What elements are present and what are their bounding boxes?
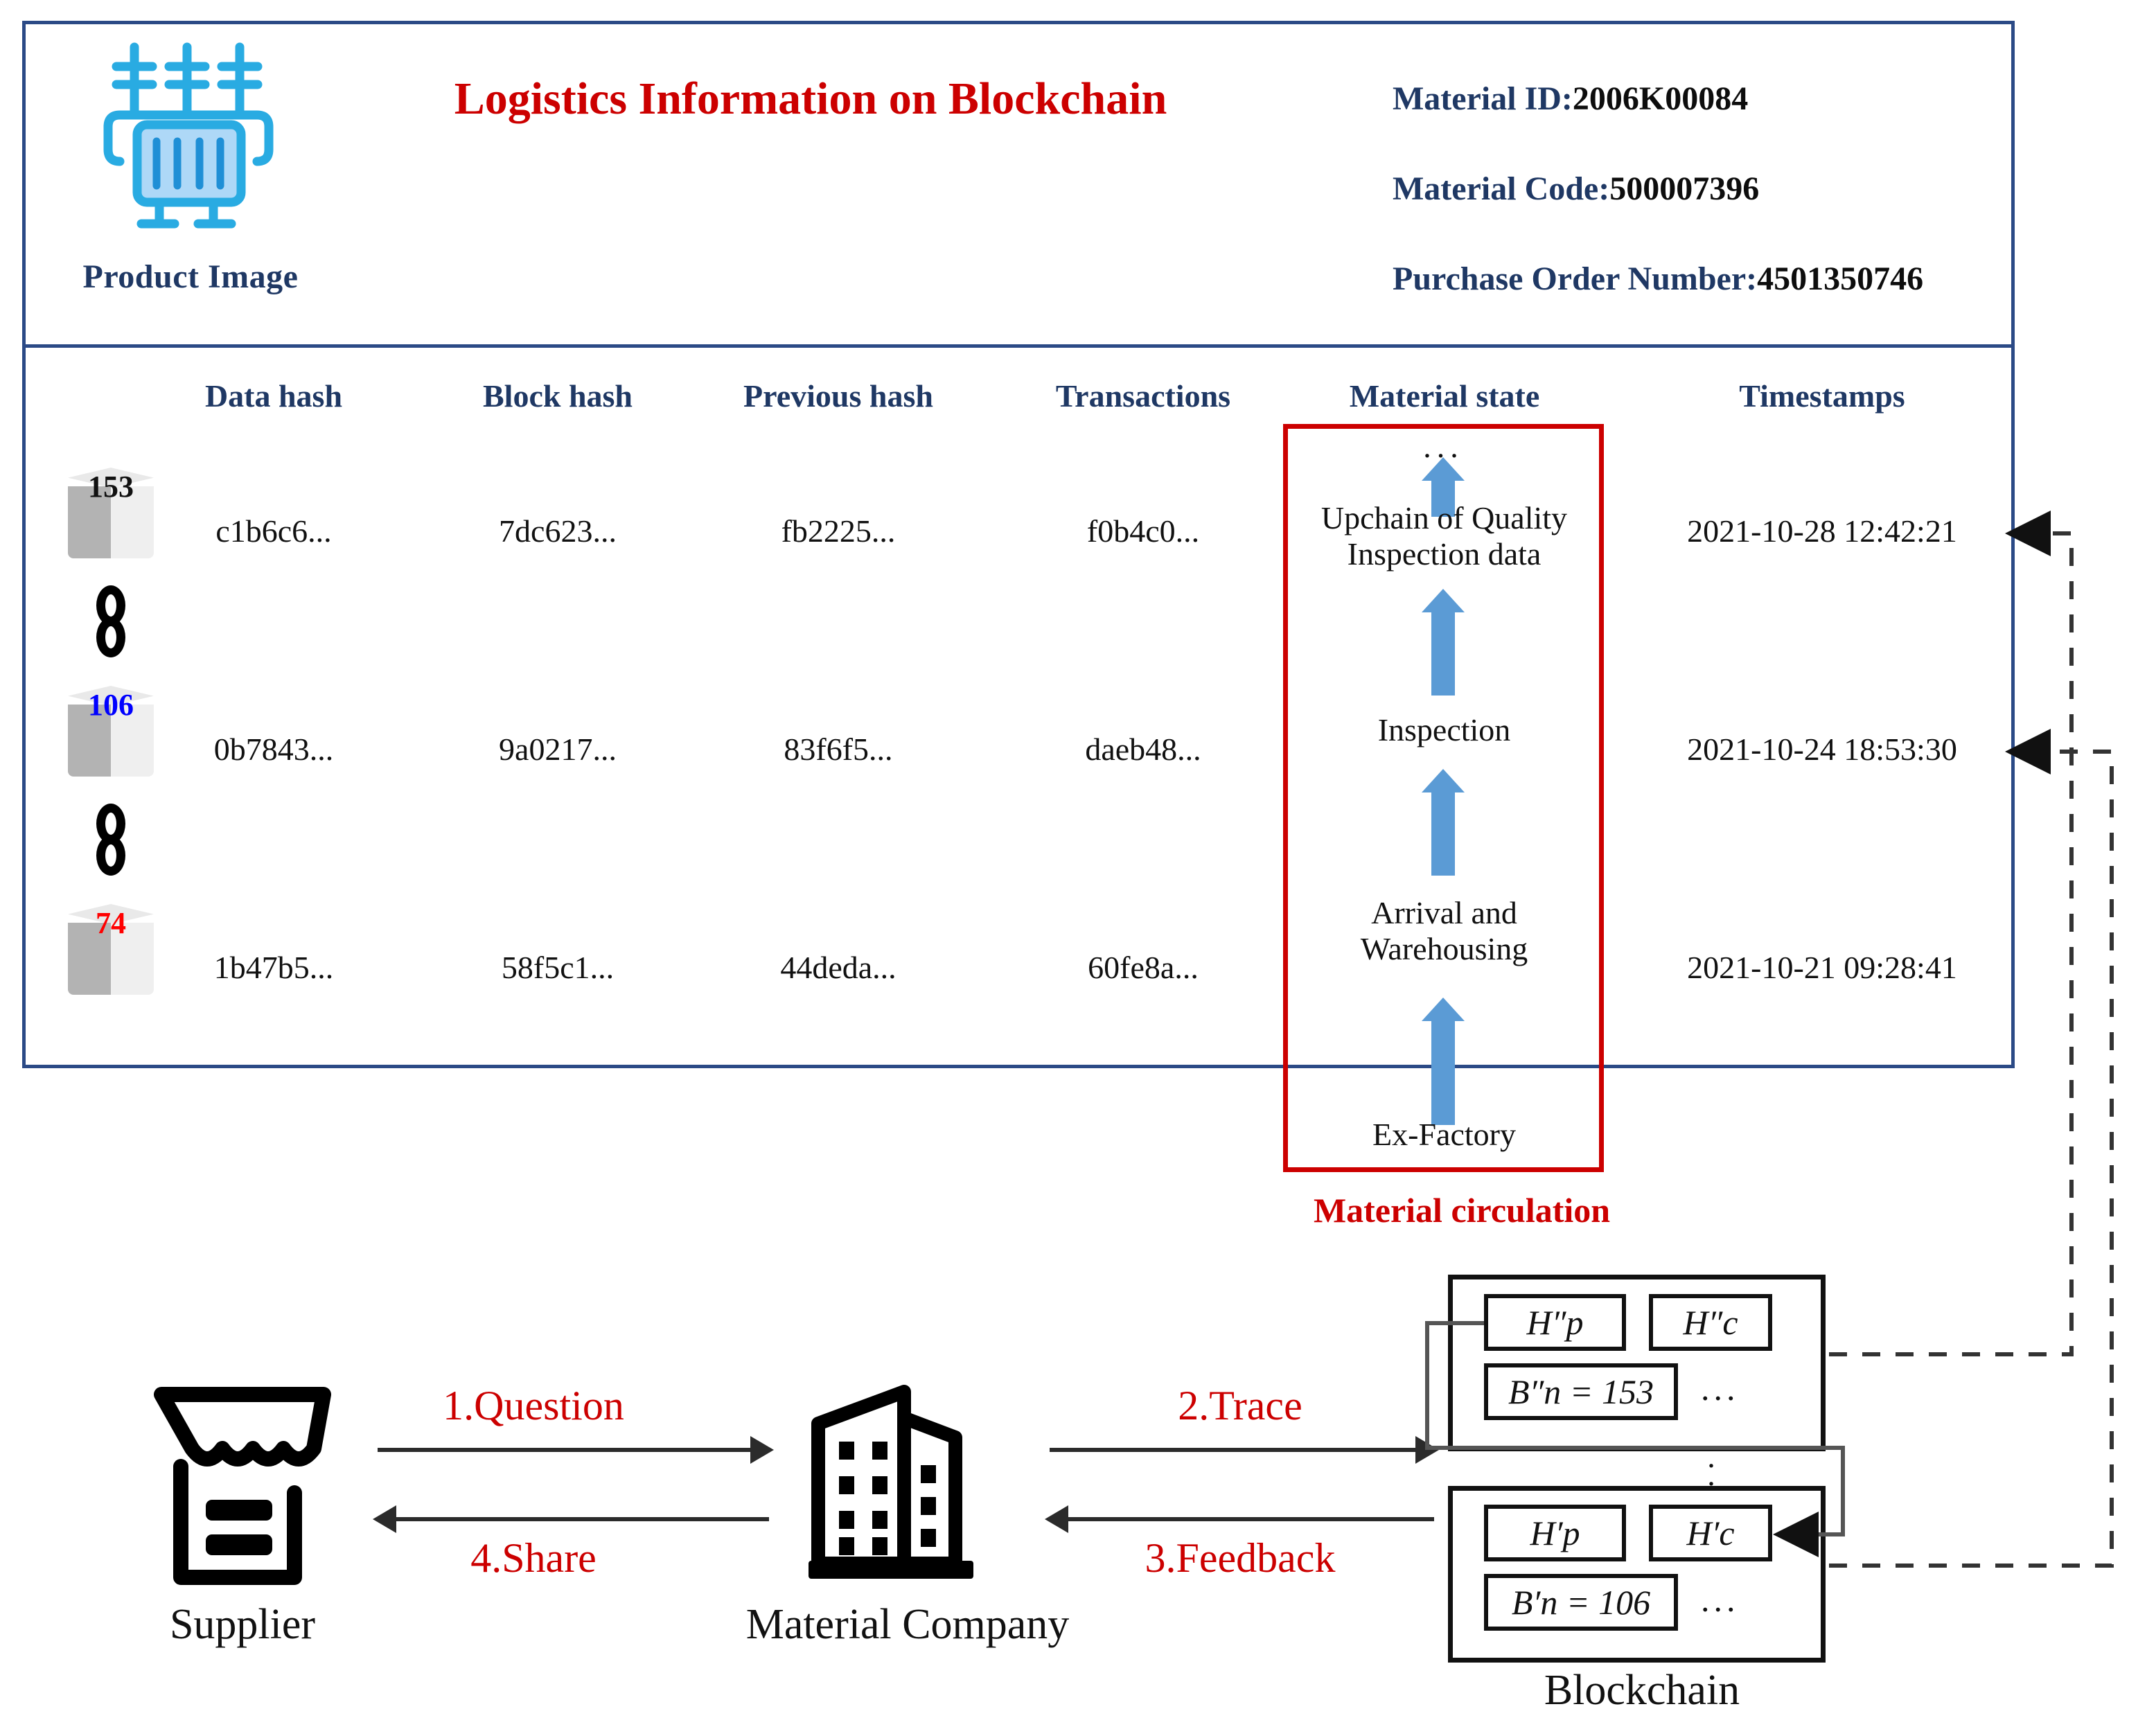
material-code-line: Material Code:500007396 xyxy=(1393,170,1759,208)
state-step-upchain: Upchain of Quality Inspection data xyxy=(1320,500,1568,572)
logistics-info-card xyxy=(22,21,2015,1068)
field-previous-hash: H″p xyxy=(1484,1294,1626,1351)
card-header-divider xyxy=(22,344,2015,348)
block-dots: ... xyxy=(1701,1580,1740,1619)
state-step-inspection: Inspection xyxy=(1377,712,1511,747)
column-header-previous-hash: Previous hash xyxy=(743,378,933,414)
state-step-ex-factory: Ex-Factory xyxy=(1372,1117,1516,1152)
purchase-order-label: Purchase Order Number: xyxy=(1393,260,1758,297)
material-code-value: 500007396 xyxy=(1609,170,1760,207)
field-current-hash: H″c xyxy=(1649,1294,1772,1351)
cell-timestamp: 2021-10-21 09:28:41 xyxy=(1687,950,1957,985)
cell-previous-hash: 83f6f5... xyxy=(784,732,893,767)
material-company-label: Material Company xyxy=(745,1601,1070,1648)
blockchain-vertical-ellipsis: ... xyxy=(1707,1421,1715,1492)
supplier-icon xyxy=(149,1382,336,1590)
cell-transactions: daeb48... xyxy=(1085,732,1201,767)
block-number: 106 xyxy=(88,688,134,722)
block-cube-106: 106 xyxy=(62,686,159,790)
block-cube-153: 153 xyxy=(62,468,159,572)
product-image-label: Product Image xyxy=(82,258,299,295)
blockchain-label: Blockchain xyxy=(1544,1667,1740,1714)
flow-step-question: 1.Question xyxy=(443,1383,624,1428)
arrow-company-to-blockchain xyxy=(1050,1436,1439,1464)
cell-transactions: f0b4c0... xyxy=(1086,513,1200,549)
field-previous-hash: H′p xyxy=(1484,1505,1626,1561)
field-block-height: B′n = 106 xyxy=(1484,1574,1678,1631)
supplier-label: Supplier xyxy=(169,1601,316,1648)
column-header-transactions: Transactions xyxy=(1055,378,1231,414)
material-code-label: Material Code: xyxy=(1393,170,1610,207)
material-id-value: 2006K00084 xyxy=(1572,80,1749,117)
cell-block-hash: 7dc623... xyxy=(499,513,617,549)
field-previous-hash-text: H′p xyxy=(1530,1514,1580,1552)
cell-data-hash: 0b7843... xyxy=(213,732,334,767)
flow-step-share: 4.Share xyxy=(470,1535,597,1581)
cell-block-hash: 9a0217... xyxy=(499,732,617,767)
field-block-height-text: B′n = 106 xyxy=(1511,1583,1651,1622)
chain-link-icon xyxy=(87,585,135,662)
flow-step-feedback: 3.Feedback xyxy=(1145,1535,1336,1581)
material-id-label: Material ID: xyxy=(1393,80,1573,117)
material-company-icon xyxy=(800,1382,994,1590)
arrow-blockchain-to-company xyxy=(1045,1505,1434,1533)
column-header-data-hash: Data hash xyxy=(204,378,343,414)
cell-previous-hash: 44deda... xyxy=(780,950,896,985)
field-previous-hash-text: H″p xyxy=(1526,1303,1584,1342)
block-cube-74: 74 xyxy=(62,904,159,1008)
arrow-supplier-to-company xyxy=(378,1436,774,1464)
purchase-order-value: 4501350746 xyxy=(1757,260,1924,297)
block-number: 153 xyxy=(88,470,134,504)
material-circulation-caption: Material circulation xyxy=(1313,1191,1611,1230)
flow-step-trace: 2.Trace xyxy=(1178,1383,1302,1428)
material-circulation-box xyxy=(1283,424,1604,1172)
field-block-height-text: B″n = 153 xyxy=(1508,1372,1654,1411)
cell-block-hash: 58f5c1... xyxy=(501,950,615,985)
material-id-line: Material ID:2006K00084 xyxy=(1393,80,1748,118)
flow-arrow-up-icon xyxy=(1422,457,1465,517)
flow-arrow-up-icon xyxy=(1422,589,1465,696)
field-current-hash-text: H″c xyxy=(1683,1303,1738,1342)
field-block-height: B″n = 153 xyxy=(1484,1363,1678,1420)
transformer-icon xyxy=(103,40,276,241)
field-current-hash: H′c xyxy=(1649,1505,1772,1561)
page-title: Logistics Information on Blockchain xyxy=(454,73,1167,124)
chain-link-icon xyxy=(87,804,135,880)
arrow-company-to-supplier xyxy=(373,1505,769,1533)
cell-data-hash: 1b47b5... xyxy=(213,950,334,985)
purchase-order-line: Purchase Order Number:4501350746 xyxy=(1393,260,1923,298)
block-dots: ... xyxy=(1701,1369,1740,1408)
column-header-block-hash: Block hash xyxy=(482,378,633,414)
column-header-timestamps: Timestamps xyxy=(1739,378,1905,414)
flow-arrow-up-icon xyxy=(1422,769,1465,876)
cell-timestamp: 2021-10-24 18:53:30 xyxy=(1687,732,1957,767)
cell-timestamp: 2021-10-28 12:42:21 xyxy=(1687,513,1957,549)
cell-data-hash: c1b6c6... xyxy=(215,513,332,549)
block-number: 74 xyxy=(96,906,126,940)
cell-transactions: 60fe8a... xyxy=(1088,950,1199,985)
column-header-material-state: Material state xyxy=(1349,378,1540,414)
state-step-arrival: Arrival and Warehousing xyxy=(1360,895,1528,966)
cell-previous-hash: fb2225... xyxy=(781,513,896,549)
flow-arrow-up-icon xyxy=(1422,998,1465,1125)
field-current-hash-text: H′c xyxy=(1686,1514,1735,1552)
